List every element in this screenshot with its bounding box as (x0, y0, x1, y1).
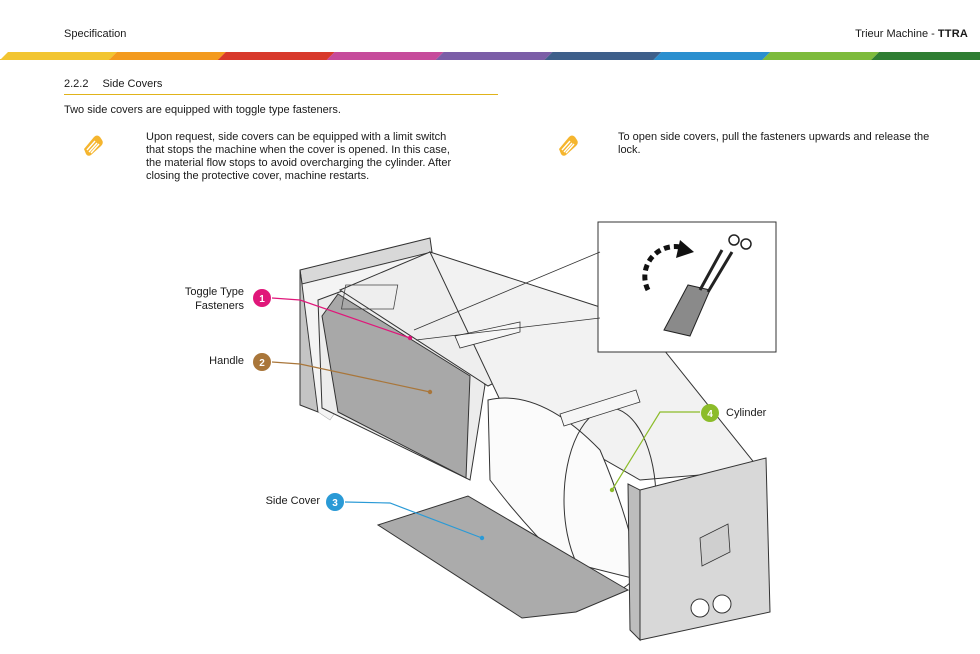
note-open-covers: To open side covers, pull the fasteners … (618, 131, 960, 157)
stripe-segment (326, 52, 444, 60)
callout-2-badge: 2 (253, 353, 271, 371)
callout-1-label-line2: Fasteners (195, 300, 244, 312)
header-title-model: TTRA (937, 28, 968, 40)
stripe-segment (871, 52, 980, 60)
svg-text:1: 1 (259, 294, 265, 305)
header-document-title: Trieur Machine - TTRA (855, 28, 968, 40)
svg-text:3: 3 (332, 498, 338, 509)
fastener-detail-inset (413, 221, 777, 353)
note-line: that stops the machine when the cover is… (146, 144, 450, 156)
note-line: lock. (618, 144, 641, 156)
callout-2-label: Handle (209, 355, 244, 367)
stripe-segment (653, 52, 771, 60)
note-limit-switch: Upon request, side covers can be equippe… (146, 131, 486, 183)
color-stripe (0, 52, 980, 60)
hand-pointer-icon (84, 135, 103, 156)
callout-1-badge: 1 (253, 289, 271, 307)
header-section-label: Specification (64, 28, 127, 40)
section-intro: Two side covers are equipped with toggle… (64, 104, 341, 116)
stripe-segment (0, 52, 117, 60)
stripe-segment (544, 52, 662, 60)
section-number: 2.2.2 (64, 78, 89, 90)
callout-3-badge: 3 (326, 493, 344, 511)
stripe-segment (108, 52, 226, 60)
note-line: Upon request, side covers can be equippe… (146, 131, 447, 143)
callout-1-label-line1: Toggle Type (185, 286, 244, 298)
section-rule (64, 94, 498, 95)
right-end-plate (627, 457, 771, 642)
stripe-segment (435, 52, 553, 60)
section-title: Side Covers (102, 78, 163, 90)
stripe-segment (217, 52, 335, 60)
svg-text:4: 4 (707, 409, 713, 420)
stripe-segment (762, 52, 880, 60)
callout-4-badge: 4 (701, 404, 719, 422)
section-heading: 2.2.2 Side Covers (64, 78, 162, 90)
note-line: the material flow stops to avoid overcha… (146, 157, 452, 169)
note-line: closing the protective cover, machine re… (146, 170, 370, 182)
header-title-prefix: Trieur Machine - (855, 28, 938, 40)
open-side-cover (376, 495, 630, 619)
callout-4-label: Cylinder (726, 407, 767, 419)
callout-3-label: Side Cover (266, 495, 321, 507)
machine-illustration: Toggle Type Fasteners Handle Side Cover … (185, 221, 777, 642)
svg-text:2: 2 (259, 358, 265, 369)
note-line: To open side covers, pull the fasteners … (618, 131, 930, 143)
hand-pointer-icon (559, 135, 578, 156)
